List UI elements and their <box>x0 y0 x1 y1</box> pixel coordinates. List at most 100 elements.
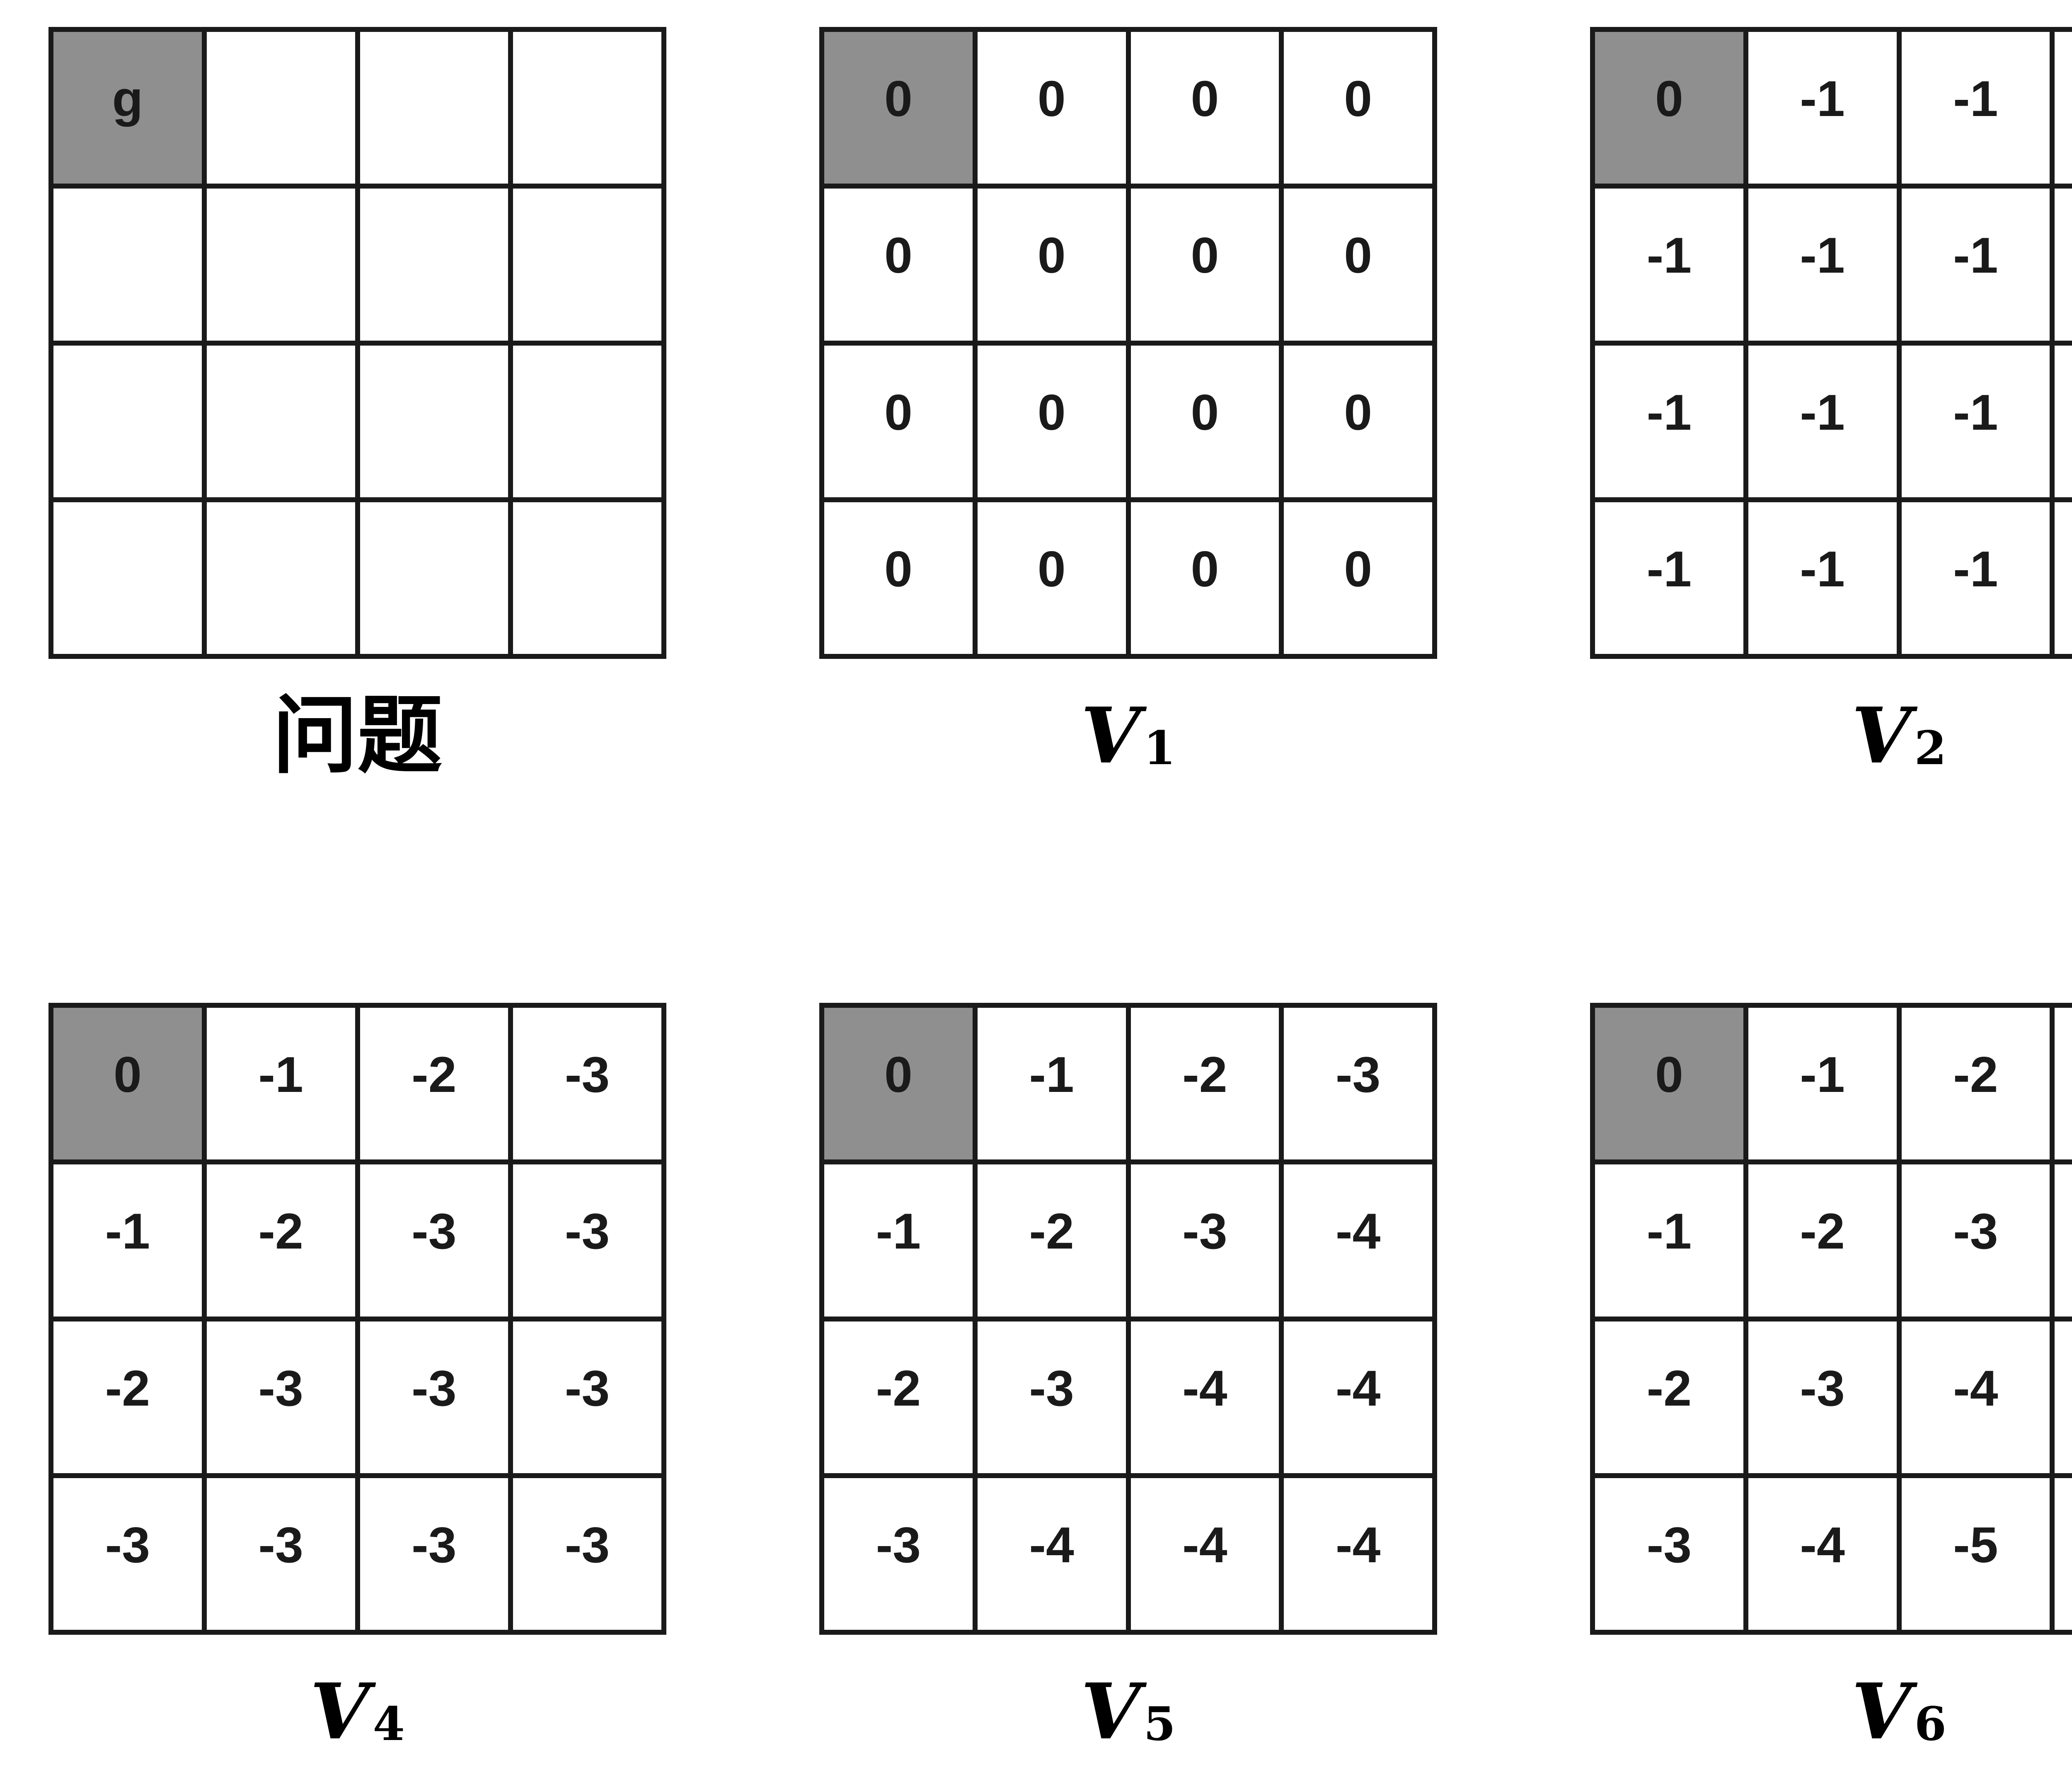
v5-cell-r0c1: -1 <box>972 1002 1131 1165</box>
v6-cell-r2c3: -5 <box>2050 1316 2072 1478</box>
v6-label-base: V <box>1852 1666 1911 1757</box>
v2-cell-r2c0: -1 <box>1590 340 1748 502</box>
v4-cell-r0c2: -2 <box>355 1002 513 1165</box>
problem-cell-r1c1 <box>201 184 360 346</box>
v1-label-subscript: 1 <box>1143 721 1176 775</box>
v2-cell-r1c0: -1 <box>1590 184 1748 346</box>
v5-cell-r1c1: -2 <box>972 1159 1131 1321</box>
v1-cell-r0c2: 0 <box>1126 27 1284 189</box>
v1-cell-r1c0: 0 <box>819 184 978 346</box>
v6-cell-r0c3: -3 <box>2050 1002 2072 1165</box>
v6-cell-r0c1: -1 <box>1743 1002 1902 1165</box>
v6-cell-r2c0: -2 <box>1590 1316 1748 1478</box>
v6-cell-r3c3: -5 <box>2050 1473 2072 1635</box>
v1-cell-r0c1: 0 <box>972 27 1131 189</box>
v2-row-0: 0-1-1-1 <box>1590 27 2072 189</box>
v6-cell-r3c2: -5 <box>1896 1473 2055 1635</box>
problem-row-3 <box>48 497 666 659</box>
grid-v6: 0-1-2-3-1-2-3-4-2-3-4-5-3-4-5-5 <box>1590 1002 2072 1635</box>
problem-cell-r2c2 <box>355 340 513 502</box>
problem-cell-r3c3 <box>508 497 666 659</box>
v1-cell-r3c1: 0 <box>972 497 1131 659</box>
problem-row-1 <box>48 184 666 346</box>
v1-cell-r1c1: 0 <box>972 184 1131 346</box>
problem-cell-r1c2 <box>355 184 513 346</box>
v5-row-1: -1-2-3-4 <box>819 1159 1437 1321</box>
v1-cell-r2c2: 0 <box>1126 340 1284 502</box>
v6-row-2: -2-3-4-5 <box>1590 1316 2072 1478</box>
v5-cell-r1c3: -4 <box>1279 1159 1437 1321</box>
v6-cell-r1c3: -4 <box>2050 1159 2072 1321</box>
v5-cell-r1c0: -1 <box>819 1159 978 1321</box>
v4-cell-r1c2: -3 <box>355 1159 513 1321</box>
v5-row-0: 0-1-2-3 <box>819 1002 1437 1165</box>
v4-row-0: 0-1-2-3 <box>48 1002 666 1165</box>
panel-v2: 0-1-1-1-1-1-1-1-1-1-1-1-1-1-1-1V2 <box>1590 27 2072 789</box>
v2-cell-r2c3: -1 <box>2050 340 2072 502</box>
problem-cell-r0c3 <box>508 27 666 189</box>
v4-cell-r2c3: -3 <box>508 1316 666 1478</box>
problem-cell-r1c3 <box>508 184 666 346</box>
v5-row-3: -3-4-4-4 <box>819 1473 1437 1635</box>
v2-cell-r3c2: -1 <box>1896 497 2055 659</box>
v5-row-2: -2-3-4-4 <box>819 1316 1437 1478</box>
v2-cell-r2c2: -1 <box>1896 340 2055 502</box>
v1-cell-r1c3: 0 <box>1279 184 1437 346</box>
v5-cell-r2c1: -3 <box>972 1316 1131 1478</box>
v6-cell-r1c2: -3 <box>1896 1159 2055 1321</box>
v4-cell-r3c0: -3 <box>48 1473 207 1635</box>
v4-goal-cell: 0 <box>48 1002 207 1165</box>
v1-cell-r3c0: 0 <box>819 497 978 659</box>
v1-cell-r1c2: 0 <box>1126 184 1284 346</box>
v4-label-subscript: 4 <box>373 1697 405 1751</box>
problem-cell-r3c1 <box>201 497 360 659</box>
v4-cell-r3c1: -3 <box>201 1473 360 1635</box>
problem-cell-r0c1 <box>201 27 360 189</box>
v4-cell-r2c1: -3 <box>201 1316 360 1478</box>
v1-cell-r0c3: 0 <box>1279 27 1437 189</box>
v6-cell-r0c2: -2 <box>1896 1002 2055 1165</box>
grid-v2: 0-1-1-1-1-1-1-1-1-1-1-1-1-1-1-1 <box>1590 27 2072 659</box>
v1-cell-r3c3: 0 <box>1279 497 1437 659</box>
v2-label-subscript: 2 <box>1914 721 1946 775</box>
v5-cell-r2c3: -4 <box>1279 1316 1437 1478</box>
v4-cell-r1c0: -1 <box>48 1159 207 1321</box>
v1-cell-r2c1: 0 <box>972 340 1131 502</box>
v2-cell-r0c2: -1 <box>1896 27 2055 189</box>
v2-cell-r1c3: -1 <box>2050 184 2072 346</box>
v4-cell-r3c2: -3 <box>355 1473 513 1635</box>
problem-row-2 <box>48 340 666 502</box>
problem-cell-r1c0 <box>48 184 207 346</box>
grid-problem: g <box>48 27 666 659</box>
v5-cell-r3c3: -4 <box>1279 1473 1437 1635</box>
v6-row-0: 0-1-2-3 <box>1590 1002 2072 1165</box>
v2-cell-r3c1: -1 <box>1743 497 1902 659</box>
v6-cell-r2c2: -4 <box>1896 1316 2055 1478</box>
v5-cell-r2c0: -2 <box>819 1316 978 1478</box>
v6-row-3: -3-4-5-5 <box>1590 1473 2072 1635</box>
v5-cell-r1c2: -3 <box>1126 1159 1284 1321</box>
v4-cell-r2c0: -2 <box>48 1316 207 1478</box>
v2-goal-cell: 0 <box>1590 27 1748 189</box>
v4-cell-r0c3: -3 <box>508 1002 666 1165</box>
v6-label-subscript: 6 <box>1914 1697 1946 1751</box>
v4-row-2: -2-3-3-3 <box>48 1316 666 1478</box>
problem-cell-r3c0 <box>48 497 207 659</box>
grid-v5: 0-1-2-3-1-2-3-4-2-3-4-4-3-4-4-4 <box>819 1002 1437 1635</box>
problem-cell-r2c1 <box>201 340 360 502</box>
v1-goal-cell: 0 <box>819 27 978 189</box>
panel-v6: 0-1-2-3-1-2-3-4-2-3-4-5-3-4-5-5V6 <box>1590 1002 2072 1765</box>
v4-cell-r3c3: -3 <box>508 1473 666 1635</box>
